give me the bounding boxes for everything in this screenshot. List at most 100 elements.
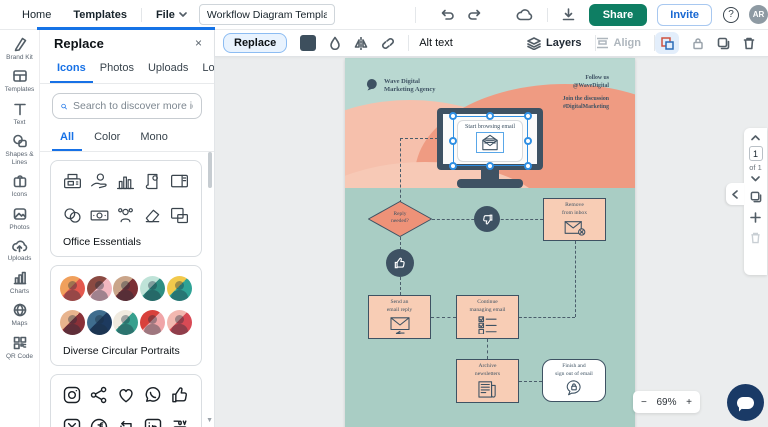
subtab-color[interactable]: Color	[94, 131, 121, 143]
node-send[interactable]: Send an email reply	[368, 295, 431, 339]
portrait-avatar[interactable]	[113, 276, 139, 301]
zoom-in-button[interactable]: +	[686, 396, 692, 408]
icon-set-portraits[interactable]: Diverse Circular Portraits	[50, 265, 202, 366]
sidebar-item-charts[interactable]: Charts	[0, 270, 39, 295]
selection-handle[interactable]	[524, 162, 532, 170]
cloud-sync-icon[interactable]	[516, 8, 533, 21]
node-remove[interactable]: Remove from inbox	[543, 198, 606, 241]
bar-chart-icon[interactable]	[115, 171, 136, 192]
selection-handle[interactable]	[449, 137, 457, 145]
undo-icon[interactable]	[440, 9, 454, 21]
monitor-book-icon[interactable]	[169, 171, 190, 192]
tab-uploads[interactable]: Uploads	[147, 62, 189, 74]
portrait-avatar[interactable]	[59, 276, 85, 301]
avatar[interactable]: AR	[749, 5, 768, 24]
portrait-avatar[interactable]	[167, 310, 193, 335]
share-nodes-icon[interactable]	[89, 385, 109, 405]
page-up-icon[interactable]	[751, 135, 760, 141]
lock-icon[interactable]	[692, 37, 704, 50]
sidebar-item-uploads[interactable]: Uploads	[0, 238, 39, 262]
subtab-mono[interactable]: Mono	[140, 131, 168, 143]
follow-text[interactable]: Follow us @WaveDigital	[573, 75, 609, 89]
node-archive[interactable]: Archive newsletters	[456, 359, 519, 403]
sidebar-item-text[interactable]: Text	[0, 101, 39, 126]
node-decision[interactable]: Reply needed?	[367, 200, 433, 238]
selection-handle[interactable]	[524, 137, 532, 145]
portrait-avatar[interactable]	[167, 276, 193, 301]
agency-logo[interactable]: Wave Digital Marketing Agency	[365, 78, 435, 95]
fax-machine-icon[interactable]	[62, 171, 83, 192]
selection-handle[interactable]	[449, 162, 457, 170]
sidebar-item-qr-code[interactable]: QR Code	[0, 335, 39, 360]
selection-handle[interactable]	[524, 112, 532, 120]
selection-handle[interactable]	[486, 112, 494, 120]
sidebar-item-templates[interactable]: Templates	[0, 68, 39, 93]
icon-set-office-essentials[interactable]: Office Essentials	[50, 160, 202, 257]
portrait-avatar[interactable]	[140, 276, 166, 301]
collapse-panel-tab[interactable]	[726, 183, 744, 205]
portrait-avatar[interactable]	[86, 310, 112, 335]
sidebar-item-maps[interactable]: Maps	[0, 302, 39, 327]
instagram-icon[interactable]	[62, 385, 82, 405]
scroll-down-arrow[interactable]: ▼	[206, 417, 213, 424]
duplicate-icon[interactable]	[717, 37, 730, 50]
add-page-icon[interactable]	[750, 212, 761, 223]
delete-page-icon[interactable]	[750, 232, 761, 244]
zoom-level[interactable]: 69%	[656, 396, 677, 408]
photo-frames-icon[interactable]	[169, 205, 190, 226]
sidebar-item-brand-kit[interactable]: Brand Kit	[0, 36, 39, 61]
heart-icon[interactable]	[116, 385, 136, 405]
thumbs-up-icon[interactable]	[170, 385, 190, 405]
page-down-icon[interactable]	[751, 176, 760, 182]
node-continue[interactable]: Continue managing email	[456, 295, 519, 339]
templates-link[interactable]: Templates	[73, 8, 127, 21]
design-page[interactable]: Wave Digital Marketing Agency Follow us …	[345, 58, 635, 427]
duplicate-page-icon[interactable]	[750, 191, 762, 203]
thumbs-up-icon[interactable]	[386, 249, 414, 277]
flip-icon[interactable]	[354, 36, 368, 50]
sidebar-item-icons[interactable]: Icons	[0, 173, 39, 198]
node-start[interactable]: Start browsing email	[457, 120, 523, 162]
coins-icon[interactable]	[62, 205, 83, 226]
trash-icon[interactable]	[743, 37, 755, 50]
share-button[interactable]: Share	[588, 3, 648, 26]
tab-icons[interactable]: Icons	[50, 56, 93, 83]
selection-handle[interactable]	[449, 112, 457, 120]
eraser-icon[interactable]	[142, 205, 163, 226]
close-icon[interactable]: ×	[194, 36, 202, 50]
thumbs-down-icon[interactable]	[474, 206, 500, 232]
icon-set-social[interactable]	[50, 374, 202, 427]
align-button[interactable]: Align	[596, 37, 641, 49]
portrait-avatar[interactable]	[113, 310, 139, 335]
document-title-input[interactable]	[198, 4, 335, 25]
person-network-icon[interactable]	[115, 205, 136, 226]
color-swatch[interactable]	[300, 35, 317, 51]
portrait-avatar[interactable]	[59, 310, 85, 335]
facebook-icon[interactable]	[89, 417, 109, 427]
whatsapp-icon[interactable]	[143, 385, 163, 405]
selection-box[interactable]	[453, 116, 528, 166]
help-chat-button[interactable]	[727, 384, 764, 421]
download-icon[interactable]	[562, 8, 575, 21]
alt-text-button[interactable]: Alt text	[419, 37, 453, 49]
repost-icon[interactable]	[116, 417, 136, 427]
sidebar-item-shapes-lines[interactable]: Shapes & Lines	[0, 133, 39, 166]
youtube-icon[interactable]	[170, 417, 190, 427]
linkedin-icon[interactable]	[143, 417, 163, 427]
layers-button[interactable]: Layers	[527, 36, 582, 50]
position-button[interactable]	[655, 32, 679, 54]
tab-logos[interactable]: Logos	[202, 62, 215, 74]
link-icon[interactable]	[381, 37, 395, 50]
home-link[interactable]: Home	[22, 8, 52, 21]
ink-droplet-icon[interactable]	[329, 36, 341, 50]
portrait-avatar[interactable]	[140, 310, 166, 335]
discussion-text[interactable]: Join the discussion #DigitalMarketing	[562, 96, 609, 110]
page-number[interactable]: 1	[748, 146, 763, 161]
x-twitter-icon[interactable]	[62, 417, 82, 427]
portrait-avatar[interactable]	[86, 276, 112, 301]
file-menu[interactable]: File	[156, 9, 187, 21]
redo-icon[interactable]	[468, 9, 482, 21]
subtab-all[interactable]: All	[52, 127, 83, 151]
banknote-icon[interactable]	[89, 205, 110, 226]
search-field[interactable]	[73, 100, 193, 112]
